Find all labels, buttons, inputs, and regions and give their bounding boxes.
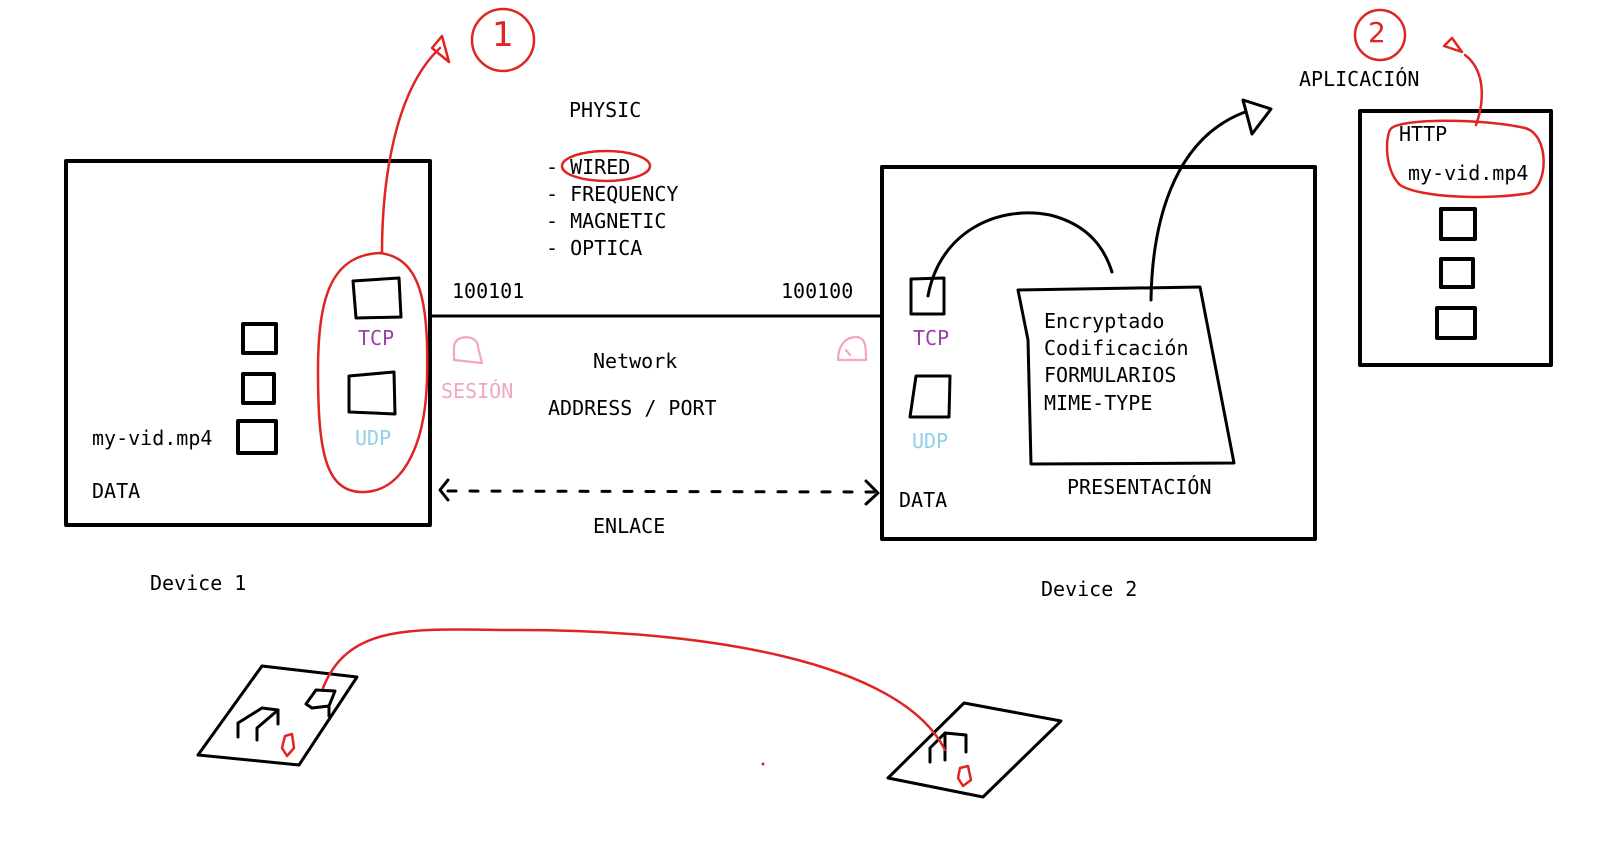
device1-tcp-box — [351, 276, 403, 320]
application-square-2 — [1439, 257, 1475, 289]
link-label: ENLACE — [593, 514, 666, 538]
address-port-label: ADDRESS / PORT — [548, 396, 717, 420]
sketch-red-mark-right — [956, 764, 973, 788]
device1-box — [64, 159, 432, 527]
annotation-2-number: 2 — [1368, 16, 1386, 49]
device1-udp-label: UDP — [355, 426, 392, 450]
physical-item-wired: - WIRED — [546, 155, 631, 179]
sketch-red-mark-left — [280, 732, 296, 758]
presentation-up-arrow — [1149, 110, 1247, 302]
device1-tcp-label: TCP — [358, 326, 395, 350]
physical-title: PHYSIC — [569, 98, 642, 122]
session-label: SESIÓN — [441, 379, 514, 403]
annotation-2-arrowhead — [1442, 36, 1464, 54]
annotation-1-circle — [470, 7, 536, 73]
session-lock-right — [836, 335, 868, 362]
sketch-port-right — [928, 731, 968, 764]
annotation-1-oval — [316, 251, 429, 494]
device2-bits: 100100 — [781, 279, 854, 303]
sketch-red-cable — [321, 628, 947, 752]
sketch-device-left — [196, 664, 359, 767]
device1-data-label: DATA — [92, 479, 141, 503]
device1-square-1 — [241, 322, 278, 355]
application-square-3 — [1435, 306, 1477, 340]
device2-tcp-label: TCP — [913, 326, 950, 350]
device1-square-2 — [241, 372, 276, 405]
annotation-1-arrow — [380, 46, 442, 255]
presentation-line-3: FORMULARIOS — [1044, 363, 1177, 387]
application-protocol: HTTP — [1399, 122, 1448, 146]
physical-item-frequency: - FREQUENCY — [546, 182, 679, 206]
annotation-2-arrow — [1463, 53, 1484, 127]
device2-data-label: DATA — [899, 488, 948, 512]
presentation-line-2: Codificación — [1044, 336, 1189, 360]
application-square-1 — [1439, 207, 1477, 241]
presentation-label: PRESENTACIÓN — [1067, 475, 1212, 499]
wired-oval — [560, 149, 652, 183]
device2-caption: Device 2 — [1041, 577, 1138, 601]
device1-udp-box — [347, 370, 397, 416]
link-arrow-right-head — [864, 479, 880, 506]
device2-tcp-link — [926, 211, 1114, 298]
presentation-up-arrowhead — [1241, 98, 1273, 136]
presentation-box — [1016, 285, 1236, 466]
device2-udp-box — [908, 374, 952, 419]
device2-udp-label: UDP — [912, 429, 949, 453]
device1-caption: Device 1 — [150, 571, 247, 595]
device2-box — [880, 165, 1317, 541]
presentation-line-4: MIME-TYPE — [1044, 391, 1153, 415]
presentation-line-1: Encryptado — [1044, 309, 1165, 333]
application-title: APLICACIÓN — [1299, 67, 1420, 91]
annotation-2-oval — [1385, 119, 1545, 199]
annotation-1-number: 1 — [492, 15, 514, 55]
application-file-label: my-vid.mp4 — [1408, 161, 1529, 185]
link-dashed-line — [446, 489, 877, 494]
sketch-port-left-2 — [304, 688, 337, 718]
device1-bits: 100101 — [452, 279, 525, 303]
sketch-port-left-1 — [236, 706, 280, 742]
link-arrow-left-head — [438, 478, 450, 502]
physical-item-magnetic: - MAGNETIC — [546, 209, 667, 233]
sketch-device-right — [886, 701, 1063, 799]
annotation-2-circle — [1353, 8, 1407, 62]
annotation-1-arrowhead — [430, 34, 451, 64]
network-label: Network — [593, 349, 678, 373]
sketch-red-dot — [761, 762, 765, 766]
device1-square-3 — [236, 419, 278, 455]
physical-item-optica: - OPTICA — [546, 236, 643, 260]
device1-file-label: my-vid.mp4 — [92, 426, 213, 450]
application-box — [1358, 109, 1553, 367]
session-lock-left — [452, 336, 484, 365]
